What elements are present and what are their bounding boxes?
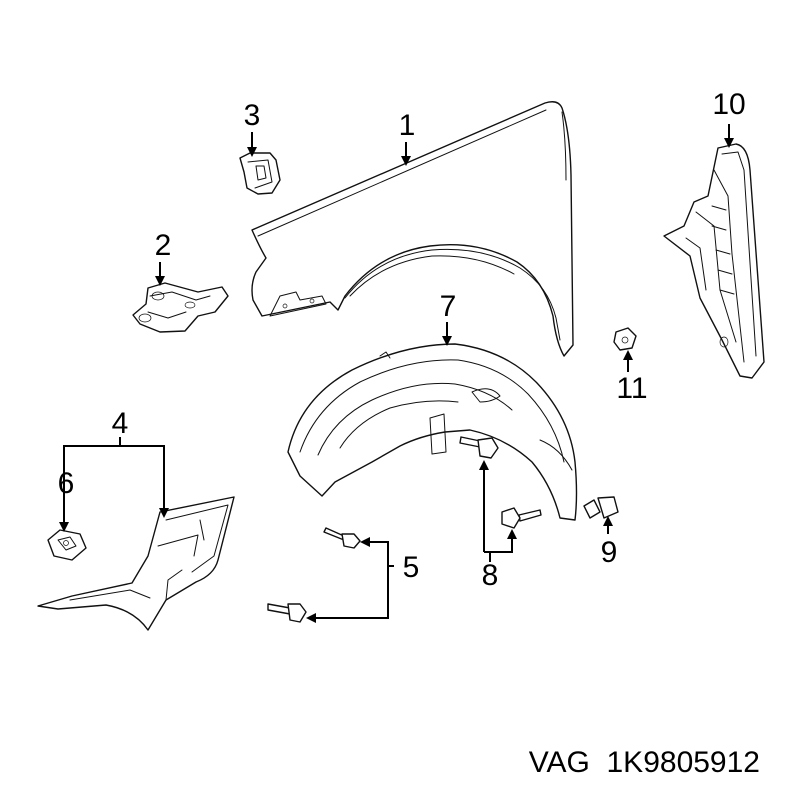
leader-5b [306, 566, 389, 623]
callout-8: 8 [482, 559, 499, 592]
callout-2: 2 [155, 229, 172, 262]
clip-part [47, 529, 87, 561]
bracket-part [132, 282, 229, 333]
part-number-caption: VAG 1K9805912 [529, 746, 760, 779]
callout-11: 11 [616, 372, 647, 405]
leader-8b [484, 529, 517, 553]
bolt-8b-part [501, 507, 542, 529]
splash-shield-part [37, 496, 235, 631]
nut-clip-part [613, 327, 637, 351]
callout-9: 9 [601, 536, 618, 569]
clip-bracket-part [239, 152, 281, 195]
leader-4 [63, 445, 169, 518]
callout-10: 10 [712, 88, 745, 121]
bolt-upper-part [323, 527, 361, 549]
bolt-lower-part [267, 603, 307, 623]
callout-6: 6 [58, 467, 75, 500]
fender-part [251, 101, 574, 357]
leader-lines [59, 124, 734, 623]
callout-1: 1 [399, 109, 416, 142]
callout-7: 7 [440, 290, 457, 323]
side-panel-part [663, 143, 765, 379]
leader-5a [360, 537, 389, 566]
push-clip-part [583, 496, 619, 519]
callout-5: 5 [403, 551, 420, 584]
callout-4: 4 [112, 407, 129, 440]
wheel-liner-part [287, 343, 578, 521]
callout-3: 3 [244, 99, 261, 132]
bolt-8a-part [459, 436, 499, 459]
